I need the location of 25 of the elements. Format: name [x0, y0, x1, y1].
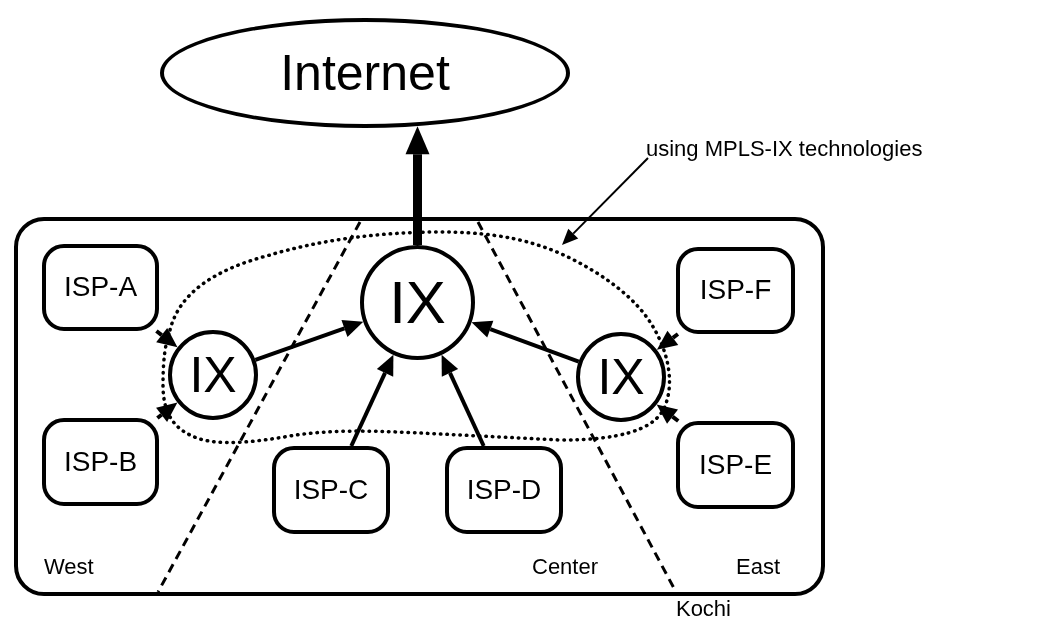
zone-label: West — [44, 554, 94, 580]
isp-box: ISP-C — [272, 446, 390, 534]
region-label: Kochi — [675, 596, 731, 621]
arrow — [471, 320, 580, 364]
isp-box: ISP-F — [676, 247, 795, 334]
zone-label: Center — [532, 554, 599, 580]
arrow — [349, 354, 394, 447]
leader-line — [562, 157, 649, 245]
arrow — [656, 404, 680, 424]
exchange-circle: IX — [576, 332, 666, 422]
annotation-text: using MPLS-IX technologies — [646, 134, 1046, 164]
exchange-circle: IX — [360, 245, 475, 360]
zone-label: East — [736, 554, 781, 580]
arrow — [155, 328, 178, 348]
isp-box: ISP-D — [445, 446, 563, 534]
isp-box: ISP-A — [42, 244, 159, 331]
isp-box: ISP-B — [42, 418, 159, 506]
arrow — [656, 330, 680, 350]
exchange-circle: IX — [168, 330, 258, 420]
network-ellipse: Internet — [160, 18, 570, 128]
leader-line — [405, 126, 430, 245]
arrow — [441, 354, 486, 447]
arrow — [254, 319, 364, 362]
arrow — [156, 402, 178, 422]
isp-box: ISP-E — [676, 421, 795, 509]
